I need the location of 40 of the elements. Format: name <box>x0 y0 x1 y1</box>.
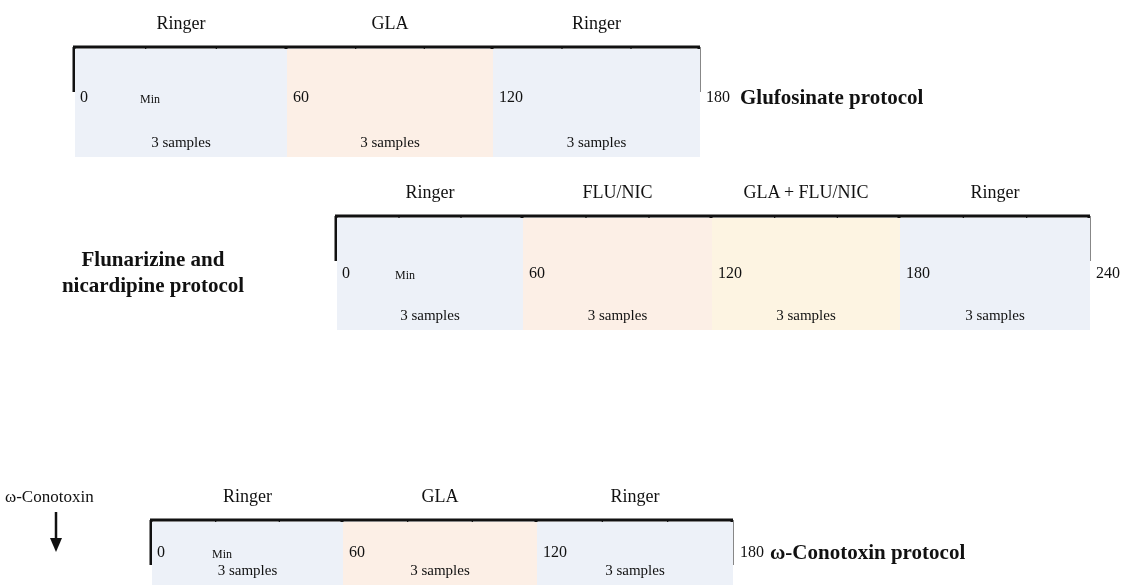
sample-count: 3 samples <box>400 307 460 324</box>
time-tick-label: 180 <box>906 264 930 282</box>
segment-heading: GLA <box>421 486 459 507</box>
protocol-title: Glufosinate protocol <box>740 84 924 110</box>
sample-count: 3 samples <box>605 562 665 579</box>
protocol-title: Flunarizine and nicardipine protocol <box>60 245 246 299</box>
segment-heading: GLA <box>371 13 409 34</box>
time-tick-label: 60 <box>529 264 545 282</box>
time-tick-label: 60 <box>293 88 309 106</box>
sample-count: 3 samples <box>965 307 1025 324</box>
unit-label: Min <box>395 267 415 283</box>
segment-heading: FLU/NIC <box>582 182 653 203</box>
protocol-title: ω-Conotoxin protocol <box>770 539 966 565</box>
sample-count: 3 samples <box>410 562 470 579</box>
time-tick-label: 180 <box>706 88 730 106</box>
unit-label: Min <box>212 546 232 562</box>
sample-count: 3 samples <box>566 134 627 151</box>
time-tick-label: 0 <box>157 543 165 561</box>
segment-heading: Ringer <box>572 13 621 34</box>
unit-label: Min <box>140 91 160 107</box>
segment-heading: Ringer <box>405 182 455 203</box>
sample-count: 3 samples <box>587 307 648 324</box>
time-tick-label: 120 <box>718 264 742 282</box>
time-tick-label: 60 <box>349 543 365 561</box>
segment-heading: Ringer <box>610 486 660 507</box>
time-tick-label: 180 <box>740 543 764 561</box>
time-tick-label: 0 <box>342 264 350 282</box>
time-tick-label: 120 <box>543 543 567 561</box>
segment-heading: GLA + FLU/NIC <box>743 182 869 203</box>
sample-count: 3 samples <box>151 134 211 151</box>
time-tick-label: 0 <box>80 88 88 106</box>
sample-count: 3 samples <box>776 307 836 324</box>
sample-count: 3 samples <box>217 562 278 579</box>
time-tick-label: 120 <box>499 88 523 106</box>
segment-heading: Ringer <box>156 13 206 34</box>
drug-label: ω-Conotoxin <box>5 487 94 507</box>
time-tick-label: 240 <box>1096 264 1120 282</box>
segment-heading: Ringer <box>223 486 272 507</box>
segment-heading: Ringer <box>970 182 1020 203</box>
sample-count: 3 samples <box>360 134 420 151</box>
